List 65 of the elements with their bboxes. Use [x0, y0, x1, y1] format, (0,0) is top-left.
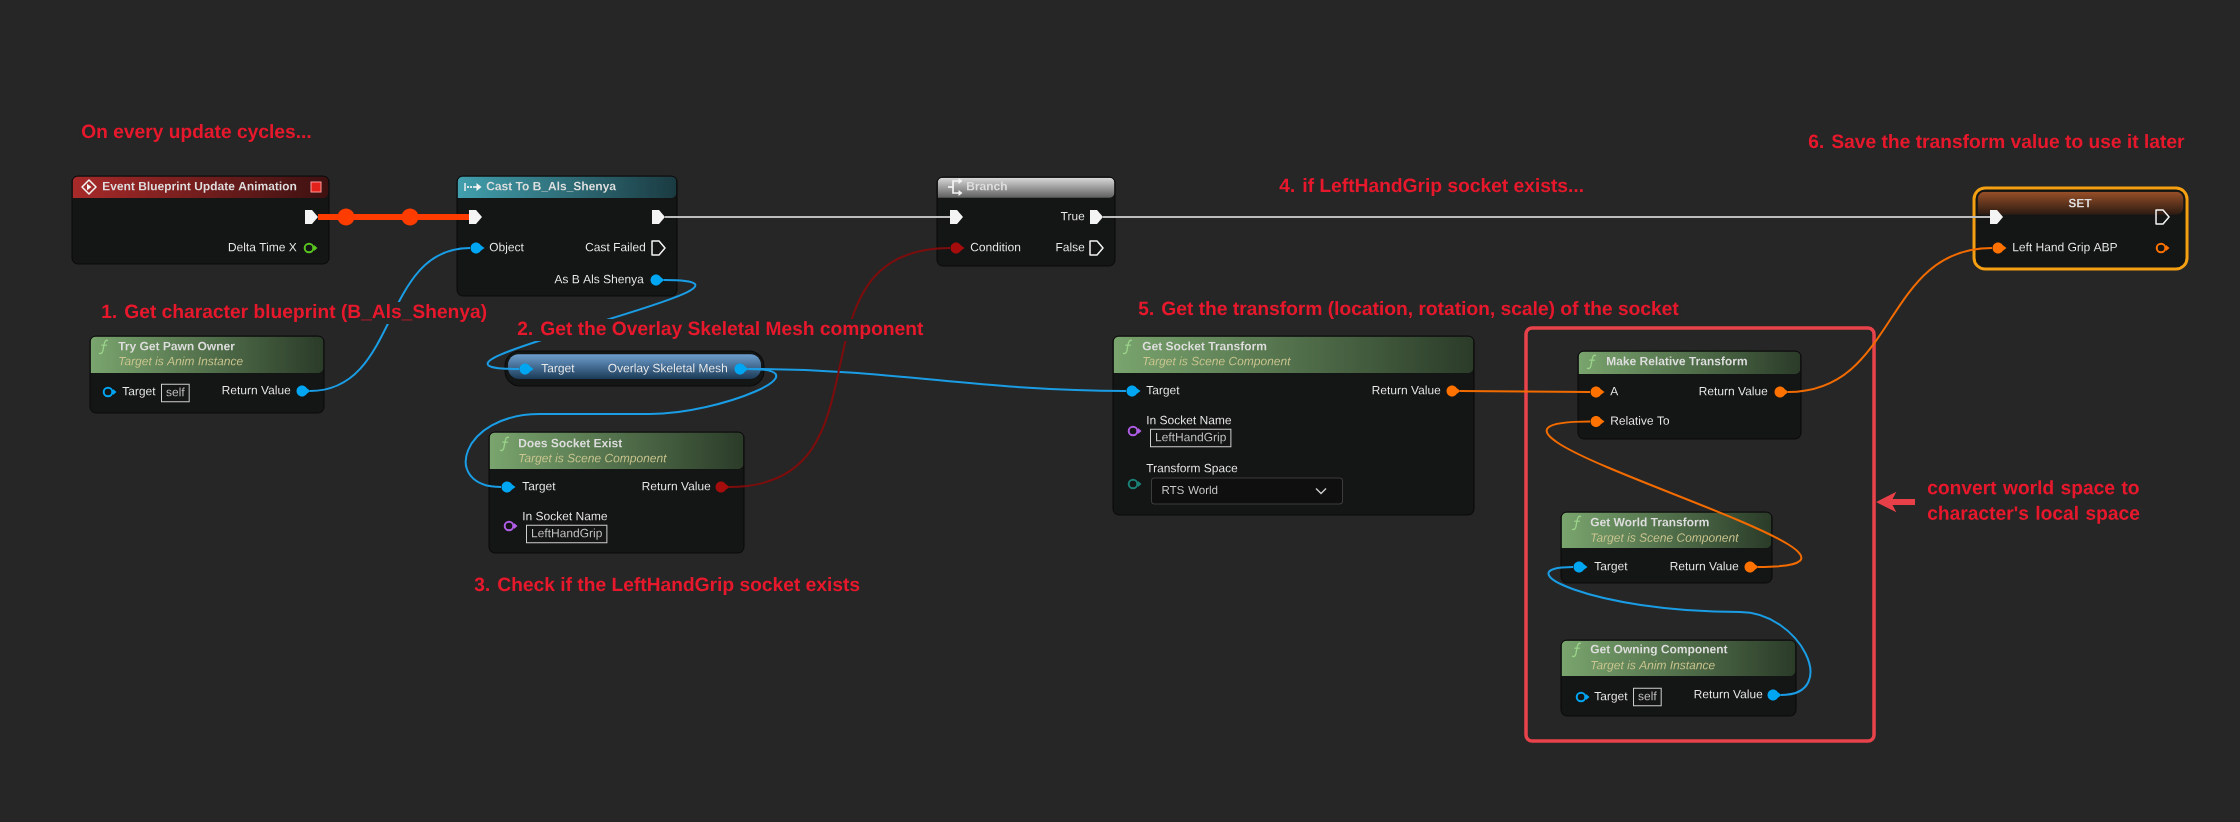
dropdown: RTS World	[1151, 477, 1343, 505]
pin-label: Return Value	[1694, 689, 1763, 699]
pin-label: Target	[541, 364, 575, 375]
pin-label: In Socket Name	[1147, 415, 1232, 425]
pin-label: True	[1060, 212, 1085, 221]
annotation-text: convert world space to character's local space	[1928, 480, 2140, 524]
wire	[1545, 420, 1803, 568]
node-subtitle: Target is Scene Component	[519, 453, 667, 465]
annotation-text: 1. Get character blueprint (B_Als_Shenya)	[99, 302, 490, 324]
pin-label: Overlay Skeletal Mesh	[608, 363, 727, 375]
annotation-text: 2. Get the Overlay Skeletal Mesh component	[515, 319, 926, 341]
node-subtitle: Target is Scene Component	[1143, 356, 1291, 368]
node-title: Cast To B_Als_Shenya	[486, 181, 617, 193]
highlight-frame	[1524, 326, 1876, 743]
pin-label: Return Value	[222, 385, 291, 395]
pin-label: Target	[1594, 562, 1628, 573]
wire	[309, 247, 471, 392]
node-title: Try Get Pawn Owner	[118, 341, 235, 353]
pin-label: False	[1056, 242, 1085, 252]
wire	[1102, 216, 1991, 218]
pin-label: Transform Space	[1146, 463, 1238, 475]
input-field: self	[1633, 687, 1662, 707]
node-subtitle: Target is Scene Component	[1591, 533, 1739, 545]
pin-label: Left Hand Grip ABP	[2013, 242, 2117, 254]
node-subtitle: Target is Anim Instance	[1591, 660, 1715, 672]
pin-label: Return Value	[1670, 561, 1739, 571]
pin-label: Target	[522, 482, 556, 493]
pin-label: Target	[1594, 692, 1628, 703]
wire	[664, 216, 951, 218]
wire	[747, 368, 1127, 392]
annotation-text: 5. Get the transform (location, rotation, scale) of the socket	[1136, 299, 1681, 321]
node-title: Branch	[967, 181, 1007, 191]
pin-label: Return Value	[642, 481, 711, 491]
input-field: LeftHandGrip	[1150, 428, 1232, 448]
annotation-text: 3. Check if the LeftHandGrip socket exists	[472, 575, 863, 597]
pin-label: A	[1610, 387, 1619, 396]
node-title: Get Socket Transform	[1142, 341, 1267, 351]
node-title: SET	[2068, 198, 2092, 208]
pin-label: Cast Failed	[585, 242, 645, 252]
wire	[728, 247, 951, 488]
pin-label: As B Als Shenya	[554, 274, 644, 286]
wire	[1459, 390, 1591, 393]
pin-label: In Socket Name	[523, 511, 607, 521]
pin-label: Delta Time X	[228, 242, 297, 252]
wire	[1787, 247, 1993, 393]
pin-label: Relative To	[1611, 416, 1670, 425]
annotation-text: 6. Save the transform value to use it later	[1806, 132, 2187, 154]
pin-label: Return Value	[1699, 386, 1768, 396]
node-title: Event Blueprint Update Animation	[103, 181, 297, 193]
pin-label: Return Value	[1372, 385, 1441, 395]
annotation-text: 4. if LeftHandGrip socket exists...	[1277, 176, 1586, 198]
input-field: LeftHandGrip	[526, 524, 608, 544]
pin-label: Target	[1146, 386, 1180, 397]
wire	[464, 368, 778, 488]
pin-label: Condition	[970, 242, 1021, 252]
node-subtitle: Target is Anim Instance	[119, 356, 243, 368]
node-title: Make Relative Transform	[1607, 356, 1747, 366]
annotation-text: On every update cycles...	[79, 122, 314, 144]
wire	[1547, 566, 1812, 696]
pin-label: Object	[489, 242, 524, 254]
input-field: self	[161, 383, 190, 403]
node-title: Get World Transform	[1590, 517, 1709, 527]
node-title: Does Socket Exist	[519, 438, 623, 448]
node-title: Get Owning Component	[1590, 644, 1728, 656]
pin-label: Target	[122, 387, 156, 398]
